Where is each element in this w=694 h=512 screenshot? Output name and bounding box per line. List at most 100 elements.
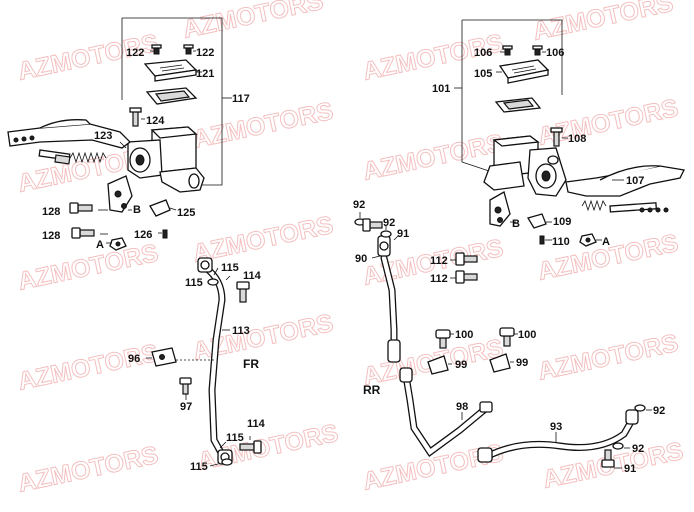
- bolt-icon: [236, 281, 250, 303]
- diaphragm: [494, 97, 542, 113]
- part-label-128: 128: [42, 230, 60, 242]
- hose-fitting: [197, 257, 213, 273]
- bolt-icon: [601, 449, 615, 468]
- bolt-icon: [239, 440, 262, 454]
- part-label-115: 115: [185, 277, 203, 289]
- watermark: AZMOTORS: [360, 129, 505, 186]
- part-label-92: 92: [383, 217, 395, 229]
- pushrod-spring: [38, 149, 107, 165]
- watermark: AZMOTORS: [15, 239, 160, 296]
- master-cylinder-body: [483, 135, 567, 197]
- part-label-91: 91: [397, 228, 409, 240]
- watermark: AZMOTORS: [530, 0, 675, 46]
- group-bracket: [122, 17, 223, 186]
- switch-bracket: [107, 175, 133, 213]
- part-label-96: 96: [128, 353, 140, 365]
- part-label-128: 128: [42, 206, 60, 218]
- watermark: AZMOTORS: [15, 441, 160, 498]
- part-label-106: 106: [474, 47, 492, 59]
- part-label-97: 97: [180, 401, 192, 413]
- part-label-125: 125: [177, 207, 195, 219]
- part-label-112: 112: [430, 255, 448, 267]
- part-label-113: 113: [232, 325, 250, 337]
- leader-line: [209, 463, 219, 467]
- reservoir-cap: [143, 59, 198, 82]
- part-label-123: 123: [94, 130, 112, 142]
- part-label-A: A: [96, 239, 104, 251]
- group-bracket: [461, 20, 493, 173]
- hose-clamp: [151, 347, 177, 367]
- part-label-114: 114: [247, 418, 266, 430]
- switch-bracket: [489, 191, 511, 227]
- watermark: AZMOTORS: [15, 339, 160, 396]
- screw-icon: [162, 229, 168, 239]
- screw-icon: [502, 45, 513, 56]
- part-label-90: 90: [355, 253, 367, 265]
- group-bracket: [462, 19, 563, 95]
- leader-line: [169, 207, 177, 211]
- watermark: AZMOTORS: [535, 329, 680, 386]
- leader-line: [219, 441, 227, 449]
- part-label-98: 98: [456, 401, 468, 413]
- part-label-115: 115: [221, 262, 239, 274]
- bolt-icon: [179, 377, 192, 395]
- bolt-icon: [455, 270, 478, 284]
- front-hose-tag: FR: [243, 357, 259, 371]
- screw-icon: [532, 45, 543, 56]
- right-master-cylinder-assembly: 106 106 105 101 108 107 B 109 110 A: [432, 19, 685, 248]
- part-label-124: 124: [146, 115, 165, 127]
- screw-icon: [550, 127, 563, 147]
- hose-fitting: [477, 409, 639, 463]
- leader-line: [225, 275, 231, 281]
- part-label-108: 108: [568, 133, 586, 145]
- part-label-99: 99: [455, 359, 467, 371]
- part-label-B: B: [512, 218, 520, 230]
- bolt-icon: [362, 218, 383, 232]
- part-label-92: 92: [653, 405, 665, 417]
- leader-line: [393, 235, 399, 241]
- clip-icon: [427, 355, 449, 375]
- part-label-121: 121: [196, 68, 214, 80]
- clip-icon: [527, 213, 547, 229]
- part-label-B: B: [133, 204, 141, 216]
- part-label-99: 99: [516, 357, 528, 369]
- part-label-105: 105: [474, 68, 492, 80]
- part-label-100: 100: [455, 329, 473, 341]
- leader-line: [213, 267, 219, 276]
- part-label-92: 92: [353, 199, 365, 211]
- brake-lever: [565, 165, 685, 197]
- washer-icon: [612, 404, 646, 450]
- hose-fitting: [377, 235, 391, 257]
- watermark: AZMOTORS: [190, 97, 335, 154]
- part-label-110: 110: [552, 236, 570, 248]
- screw-icon: [539, 235, 545, 245]
- part-label-122: 122: [126, 47, 144, 59]
- bolt-icon: [435, 329, 451, 349]
- part-label-106: 106: [546, 47, 564, 59]
- rear-brake-hose-assembly: 92 92 91 90 112 112 100 100 99 99 98 93 …: [353, 199, 665, 475]
- leader-line: [371, 255, 381, 259]
- diaphragm: [145, 87, 198, 105]
- part-label-101: 101: [432, 83, 450, 95]
- pushrod-spring: [581, 199, 669, 213]
- washer-icon: [207, 278, 233, 466]
- part-label-109: 109: [553, 216, 571, 228]
- part-label-115: 115: [226, 432, 244, 444]
- screw-icon: [151, 44, 162, 55]
- part-label-91: 91: [624, 463, 636, 475]
- part-label-92: 92: [632, 443, 644, 455]
- screw-icon: [129, 107, 142, 127]
- nut-icon: [109, 237, 127, 251]
- master-cylinder-body: [127, 126, 205, 193]
- screw-icon: [183, 44, 194, 55]
- rear-hose-tag: RR: [363, 383, 381, 397]
- part-label-126: 126: [134, 229, 152, 241]
- bolt-icon: [455, 252, 478, 266]
- bolt-icon: [69, 202, 93, 214]
- left-master-cylinder-assembly: 122 122 121 117 124 123 128 128 B 125 12…: [7, 17, 250, 251]
- nut-icon: [579, 233, 597, 247]
- bolt-icon: [71, 227, 95, 239]
- part-label-115: 115: [190, 461, 208, 473]
- part-label-117: 117: [232, 93, 250, 105]
